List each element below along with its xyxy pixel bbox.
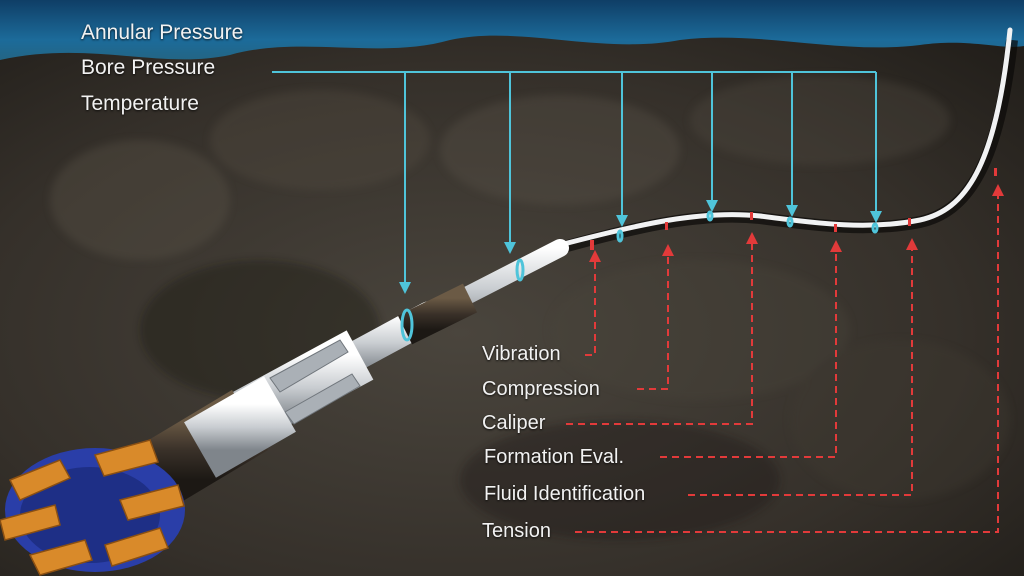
label-formation-eval: Formation Eval. xyxy=(484,446,625,468)
rock-texture xyxy=(50,75,1010,540)
thin-pipe xyxy=(557,27,1013,248)
label-tension: Tension xyxy=(482,520,551,542)
label-fluid-identification: Fluid Identification xyxy=(484,483,646,505)
collar xyxy=(397,283,478,345)
red-sensor-marks xyxy=(590,168,997,250)
stabilizer-blades xyxy=(269,339,361,425)
label-compression: Compression xyxy=(482,378,600,400)
cyan-leader-lines xyxy=(272,71,877,285)
red-arrowheads xyxy=(589,184,1004,262)
cyan-arrowheads xyxy=(399,200,882,294)
label-annular-pressure: Annular Pressure xyxy=(81,21,244,44)
red-leader-lines xyxy=(566,192,999,533)
label-bore-pressure: Bore Pressure xyxy=(81,56,216,79)
lower-pipe xyxy=(184,376,296,478)
label-vibration: Vibration xyxy=(482,343,561,365)
label-temperature: Temperature xyxy=(81,92,199,115)
drill-bit xyxy=(0,439,185,576)
cyan-sensor-rings xyxy=(400,210,879,342)
label-caliper: Caliper xyxy=(482,412,546,434)
